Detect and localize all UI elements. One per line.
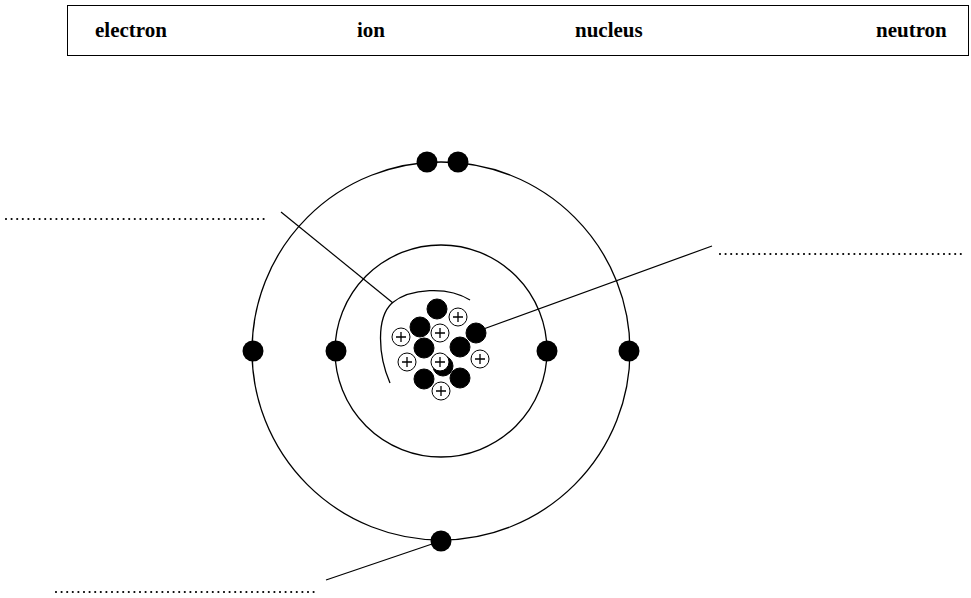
word-option: neutron: [876, 20, 947, 41]
word-option: nucleus: [575, 20, 643, 41]
word-box: electron ion nucleus neutron: [67, 5, 969, 56]
nucleus-particles: [392, 299, 489, 400]
answer-lines: [6, 219, 966, 592]
nucleus-bracket: [381, 291, 471, 383]
word-option: electron: [95, 20, 167, 41]
outer-shell: [252, 162, 630, 540]
electrons: [243, 152, 640, 552]
inner-shell: [335, 245, 547, 457]
word-option: ion: [357, 20, 385, 41]
leader-lines: [281, 212, 712, 580]
